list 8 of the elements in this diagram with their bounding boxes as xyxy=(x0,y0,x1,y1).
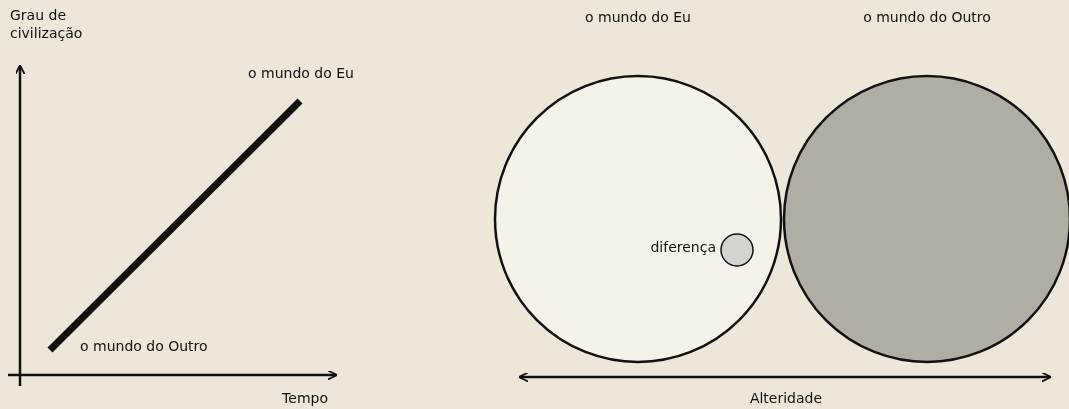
line-end-label: o mundo do Outro xyxy=(80,337,208,355)
circle-caption: diferença xyxy=(650,238,716,256)
axis-label: Grau de civilização xyxy=(10,6,84,42)
line-end-label: o mundo do Eu xyxy=(248,64,354,82)
axis-label: Tempo xyxy=(282,389,328,407)
axis-label: Alteridade xyxy=(749,389,823,407)
circle-heading: o mundo do Outro xyxy=(863,8,991,26)
circle-heading: o mundo do Eu xyxy=(585,8,691,26)
